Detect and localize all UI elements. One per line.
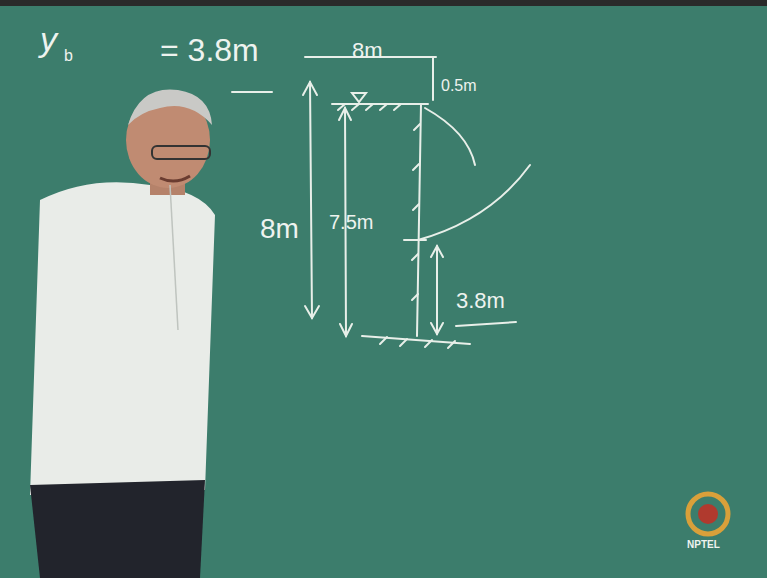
nptel-logo (688, 494, 728, 534)
freeboard-dimension: 0.5m (441, 78, 477, 94)
board-frame (0, 0, 767, 6)
depth-dimension: 7.5m (329, 212, 373, 232)
chalk-drawing (232, 57, 530, 348)
lecturer (30, 89, 215, 578)
variable-subscript: b (64, 48, 73, 64)
depth-dimension: 3.8m (456, 290, 505, 312)
variable-symbol: y (40, 22, 57, 56)
depth-value: = 3.8m (160, 34, 259, 66)
width-dimension: 8m (352, 40, 383, 62)
logo-text: NPTEL (687, 540, 720, 550)
height-dimension: 8m (260, 215, 299, 243)
